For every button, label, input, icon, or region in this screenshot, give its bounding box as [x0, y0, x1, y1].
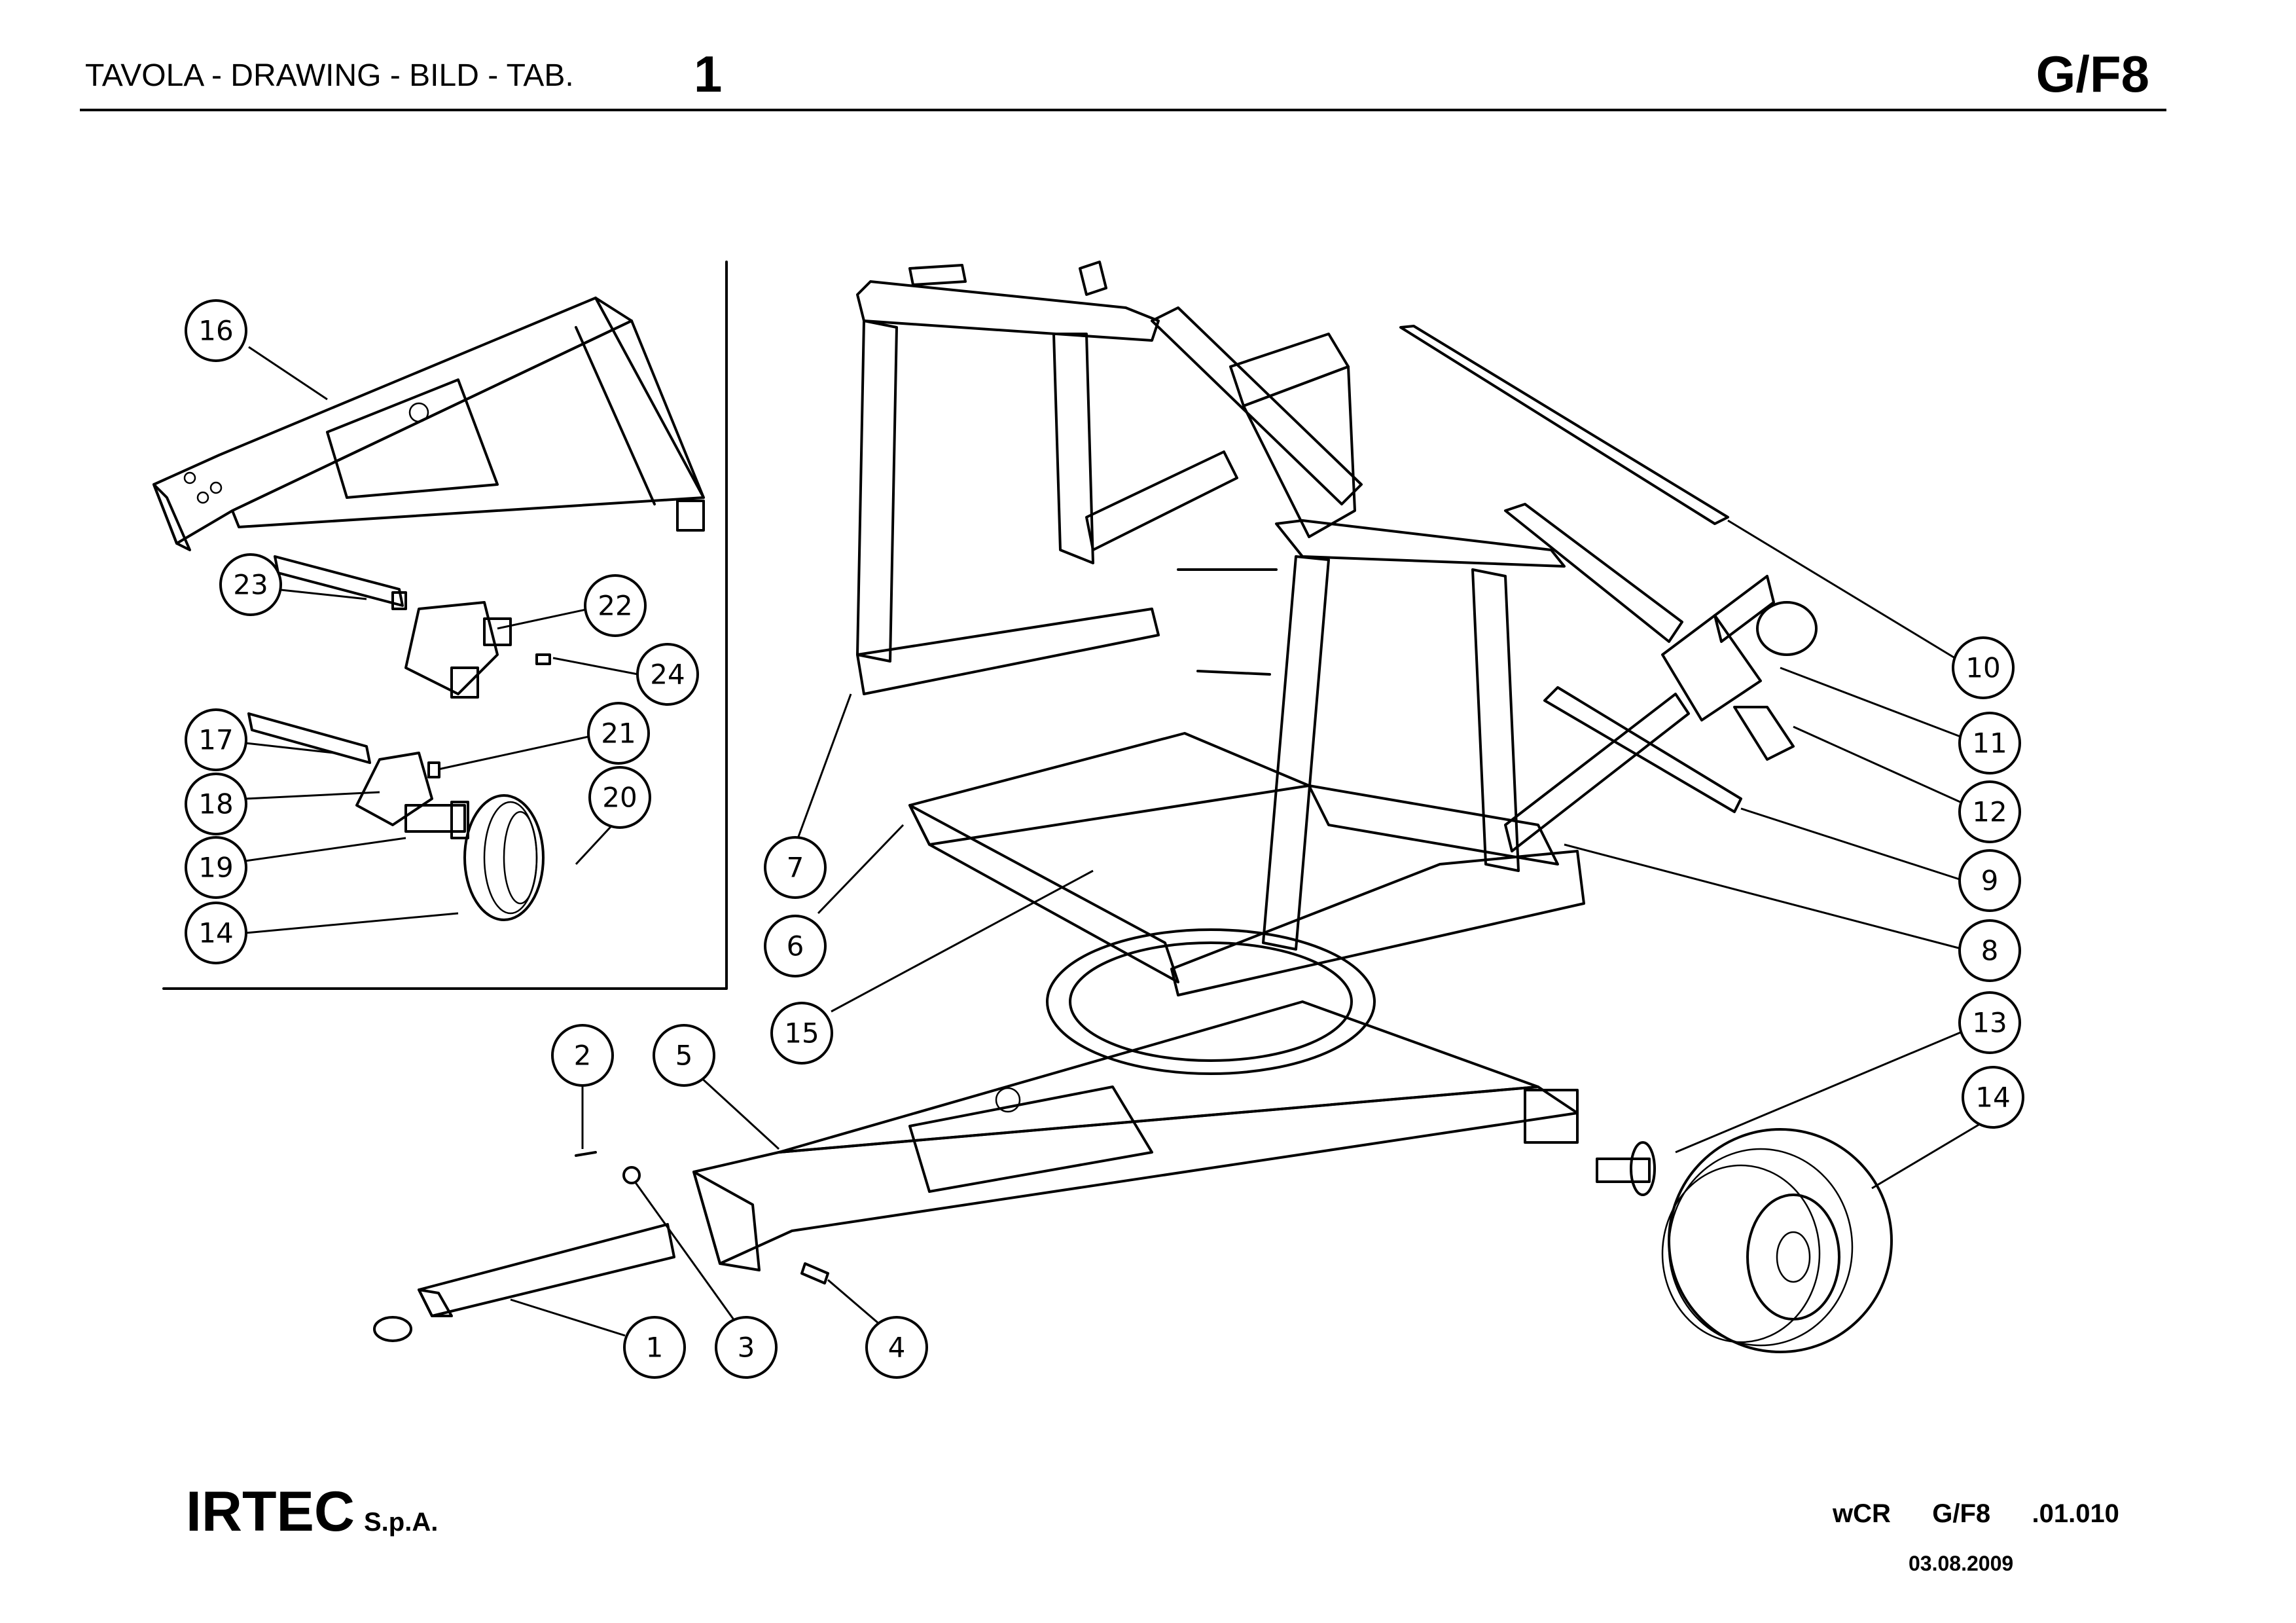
rear-arm-and-seat: [1543, 575, 1818, 813]
callout-5: 5: [653, 1024, 715, 1087]
callout-6: 6: [764, 915, 827, 977]
callout-24: 24: [636, 643, 699, 706]
svg-text:5: 5: [675, 1040, 693, 1072]
callout-16: 16: [185, 299, 247, 362]
svg-text:4: 4: [888, 1332, 906, 1364]
svg-text:19: 19: [198, 852, 233, 884]
svg-text:13: 13: [1972, 1007, 2007, 1039]
svg-text:9: 9: [1981, 865, 1999, 897]
svg-text:11: 11: [1972, 727, 2007, 759]
svg-text:15: 15: [784, 1017, 819, 1049]
callout-14: 14: [1962, 1066, 2024, 1129]
callout-21: 21: [587, 702, 650, 765]
svg-text:18: 18: [198, 788, 233, 820]
svg-text:3: 3: [738, 1332, 755, 1364]
callout-19: 19: [185, 836, 247, 899]
tow-bar-assembly: [373, 1151, 829, 1342]
svg-text:8: 8: [1981, 935, 1999, 967]
document-reference: wCR G/F8 .01.010: [1833, 1499, 2119, 1528]
svg-text:21: 21: [601, 718, 636, 750]
top-bar: [1399, 325, 1729, 525]
svg-text:6: 6: [787, 930, 804, 962]
callout-18: 18: [185, 773, 247, 835]
callout-20: 20: [588, 766, 651, 829]
callout-17: 17: [185, 708, 247, 771]
svg-text:22: 22: [598, 590, 632, 622]
callout-7: 7: [764, 836, 827, 899]
leader-lines: [245, 346, 1994, 1340]
callout-10: 10: [1952, 636, 2015, 699]
callout-15: 15: [770, 1002, 833, 1065]
callout-9: 9: [1958, 849, 2021, 912]
inset-frame: [162, 261, 728, 990]
svg-text:14: 14: [198, 917, 233, 949]
svg-text:14: 14: [1975, 1082, 2010, 1114]
company-suffix: S.p.A.: [364, 1508, 439, 1537]
callout-22: 22: [584, 574, 647, 637]
wheel-assembly: [1596, 1128, 1893, 1353]
upper-frame-rear: [856, 261, 1363, 695]
svg-text:10: 10: [1965, 652, 2000, 684]
callout-3: 3: [715, 1316, 778, 1379]
svg-text:23: 23: [233, 569, 268, 601]
svg-text:24: 24: [650, 659, 685, 691]
callout-1: 1: [623, 1316, 686, 1379]
svg-text:20: 20: [602, 782, 637, 814]
callout-23: 23: [219, 553, 282, 616]
table-number: 1: [694, 45, 723, 103]
callout-11: 11: [1958, 712, 2021, 775]
inset-drawbar-frame: [152, 297, 705, 551]
drawing-code: G/F8: [2036, 45, 2149, 103]
svg-text:7: 7: [787, 852, 804, 884]
callout-2: 2: [551, 1024, 614, 1087]
callout-12: 12: [1958, 780, 2021, 843]
header-rule: [80, 109, 2166, 111]
callout-8: 8: [1958, 919, 2021, 982]
svg-text:16: 16: [198, 315, 233, 347]
svg-text:12: 12: [1972, 796, 2007, 828]
callout-4: 4: [865, 1316, 928, 1379]
drawing-label: TAVOLA - DRAWING - BILD - TAB.: [85, 58, 574, 93]
inset-small-parts: [247, 555, 551, 921]
callout-13: 13: [1958, 991, 2021, 1054]
svg-text:2: 2: [574, 1040, 592, 1072]
svg-text:1: 1: [646, 1332, 664, 1364]
svg-text:17: 17: [198, 724, 233, 756]
upper-frame-front: [908, 503, 1690, 1075]
callout-14-inset: 14: [185, 902, 247, 964]
document-date: 03.08.2009: [1909, 1552, 2014, 1575]
main-drawbar-frame: [692, 1000, 1579, 1271]
